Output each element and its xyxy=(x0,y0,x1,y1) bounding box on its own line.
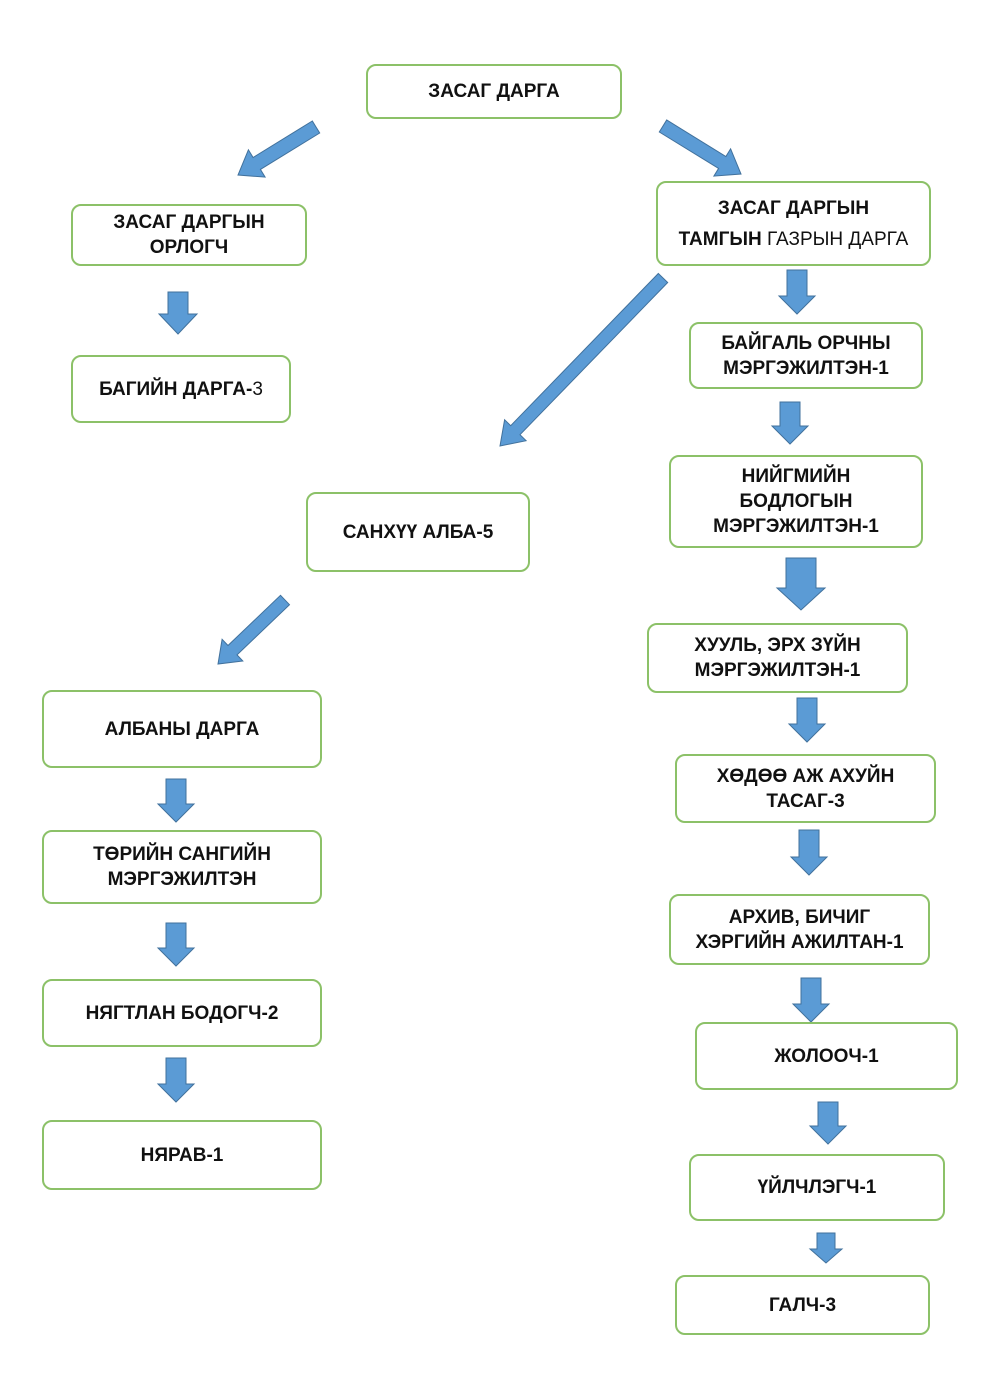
node-khoduu-aj-akhui: ХӨДӨӨ АЖ АХУЙН ТАСАГ-3 xyxy=(675,754,936,823)
node-tamgiin-darga-line2: ТАМГЫН ГАЗРЫН ДАРГА xyxy=(679,227,909,252)
node-khoduu-aj-akhui-line2: ТАСАГ-3 xyxy=(766,790,845,812)
arrow-khoduu-to-arkhiv xyxy=(789,829,829,876)
node-orlogch-line2: ОРЛОГЧ xyxy=(149,237,229,258)
node-turiin-san-line1: ТӨРИЙН САНГИЙН xyxy=(93,844,271,865)
node-nyagtlan-label: НЯГТЛАН БОДОГЧ-2 xyxy=(85,1002,279,1024)
arrow-zasag-to-tamgiin xyxy=(658,119,742,177)
node-baigal-orchin: БАЙГАЛЬ ОРЧНЫ МЭРГЭЖИЛТЭН-1 xyxy=(689,322,923,389)
node-niigmiin-bodlogo-line3: МЭРГЭЖИЛТЭН-1 xyxy=(713,516,879,537)
node-tamgiin-darga: ЗАСАГ ДАРГЫН ТАМГЫН ГАЗРЫН ДАРГА xyxy=(656,181,931,266)
node-khuul-erkh-zui-line1: ХУУЛЬ, ЭРХ ЗҮЙН xyxy=(694,635,861,656)
node-baigal-orchin-line1: БАЙГАЛЬ ОРЧНЫ xyxy=(721,332,891,354)
node-sankhuu-alba: САНХҮҮ АЛБА-5 xyxy=(306,492,530,572)
node-bagiin-darga-label: БАГИЙН ДАРГА-3 xyxy=(99,377,263,402)
node-turiin-san: ТӨРИЙН САНГИЙН МЭРГЭЖИЛТЭН xyxy=(42,830,322,904)
node-galch: ГАЛЧ-3 xyxy=(675,1275,930,1335)
node-arkhiv-bichig-line1: АРХИВ, БИЧИГ xyxy=(728,906,871,928)
node-khuul-erkh-zui-line2: МЭРГЭЖИЛТЭН-1 xyxy=(694,660,861,681)
node-albany-darga: АЛБАНЫ ДАРГА xyxy=(42,690,322,768)
node-khuul-erkh-zui: ХУУЛЬ, ЭРХ ЗҮЙН МЭРГЭЖИЛТЭН-1 xyxy=(647,623,908,693)
node-jolooch-label: ЖОЛООЧ-1 xyxy=(774,1045,879,1067)
arrow-nyagtlan-to-nyarav xyxy=(156,1057,196,1103)
arrow-orlogch-to-bagiin xyxy=(157,291,199,335)
node-orlogch: ЗАСАГ ДАРГЫН ОРЛОГЧ xyxy=(71,204,307,266)
arrow-tamgiin-to-baigal xyxy=(777,269,817,315)
node-turiin-san-line2: МЭРГЭЖИЛТЭН xyxy=(107,869,257,890)
node-niigmiin-bodlogo-line1: НИЙГМИЙН xyxy=(741,466,851,487)
node-uilchlegch: ҮЙЛЧЛЭГЧ-1 xyxy=(689,1154,945,1221)
node-nyagtlan: НЯГТЛАН БОДОГЧ-2 xyxy=(42,979,322,1047)
node-khoduu-aj-akhui-line1: ХӨДӨӨ АЖ АХУЙН xyxy=(716,765,895,787)
node-niigmiin-bodlogo: НИЙГМИЙН БОДЛОГЫН МЭРГЭЖИЛТЭН-1 xyxy=(669,455,923,548)
node-sankhuu-alba-label: САНХҮҮ АЛБА-5 xyxy=(342,521,494,543)
arrow-sankhuu-to-albany xyxy=(217,594,291,665)
node-nyarav: НЯРАВ-1 xyxy=(42,1120,322,1190)
node-zasag-darga: ЗАСАГ ДАРГА xyxy=(366,64,622,119)
node-tamgiin-darga-line2-light: ГАЗРЫН ДАРГА xyxy=(766,228,909,250)
node-arkhiv-bichig-line2: ХЭРГИЙН АЖИЛТАН-1 xyxy=(695,931,904,953)
node-jolooch: ЖОЛООЧ-1 xyxy=(695,1022,958,1090)
arrow-albany-to-turiin xyxy=(156,778,196,823)
node-arkhiv-bichig: АРХИВ, БИЧИГ ХЭРГИЙН АЖИЛТАН-1 xyxy=(669,894,930,965)
node-albany-darga-label: АЛБАНЫ ДАРГА xyxy=(104,718,260,740)
arrow-jolooch-to-uilchlegch xyxy=(808,1101,848,1145)
node-tamgiin-darga-line2-bold: ТАМГЫН xyxy=(678,228,767,250)
arrow-turiin-to-nyagtlan xyxy=(156,922,196,967)
arrow-arkhiv-to-jolooch xyxy=(791,977,831,1023)
node-baigal-orchin-line2: МЭРГЭЖИЛТЭН-1 xyxy=(723,357,889,379)
arrow-zasag-to-orlogch xyxy=(237,120,321,178)
node-bagiin-darga-bold: БАГИЙН ДАРГА- xyxy=(99,378,253,400)
arrow-niigmiin-to-khuul xyxy=(775,557,827,611)
node-nyarav-label: НЯРАВ-1 xyxy=(140,1144,224,1166)
arrow-khuul-to-khoduu xyxy=(787,697,827,743)
node-galch-label: ГАЛЧ-3 xyxy=(768,1294,837,1316)
node-niigmiin-bodlogo-line2: БОДЛОГЫН xyxy=(739,491,853,512)
node-bagiin-darga: БАГИЙН ДАРГА-3 xyxy=(71,355,291,423)
node-uilchlegch-label: ҮЙЛЧЛЭГЧ-1 xyxy=(757,1177,877,1198)
arrow-uilchlegch-to-galch xyxy=(808,1232,844,1264)
arrow-tamgiin-to-sankhuu xyxy=(499,272,669,447)
node-bagiin-darga-count: 3 xyxy=(252,378,263,400)
node-tamgiin-darga-line1: ЗАСАГ ДАРГЫН xyxy=(717,197,870,219)
node-zasag-darga-label: ЗАСАГ ДАРГА xyxy=(428,81,560,102)
arrow-baigal-to-niigmiin xyxy=(770,401,810,445)
node-orlogch-line1: ЗАСАГ ДАРГЫН xyxy=(113,212,265,233)
